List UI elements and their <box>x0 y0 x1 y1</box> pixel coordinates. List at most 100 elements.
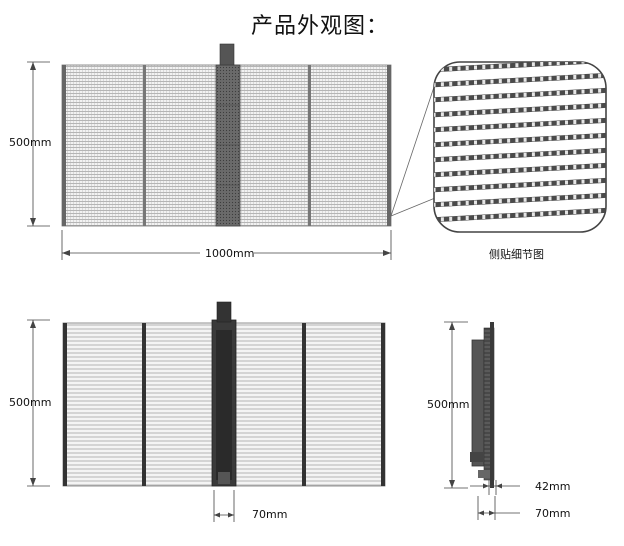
led-chip <box>474 200 477 205</box>
detail-led-strips <box>434 58 609 223</box>
led-chip <box>457 171 461 176</box>
led-chip <box>589 149 593 154</box>
led-chip <box>581 89 585 94</box>
side-rail <box>490 322 494 488</box>
led-chip <box>548 76 552 81</box>
led-chip <box>523 92 527 97</box>
led-chip <box>531 77 535 82</box>
led-chip <box>515 198 519 203</box>
led-chip <box>606 163 609 167</box>
led-chip <box>565 210 568 215</box>
led-chip <box>465 186 469 190</box>
led-chip <box>498 109 502 114</box>
led-chip <box>573 75 577 79</box>
led-chip <box>606 118 609 122</box>
led-chip <box>449 126 453 131</box>
led-chip <box>523 182 527 187</box>
led-chip <box>589 89 593 94</box>
led-chip <box>556 196 560 200</box>
led-chip <box>523 212 527 217</box>
back-connector-top <box>216 301 232 323</box>
led-chip <box>440 142 444 147</box>
led-chip <box>573 165 577 169</box>
led-chip <box>606 208 609 212</box>
led-chip <box>465 81 469 85</box>
led-chip <box>457 81 461 86</box>
led-chip <box>540 136 544 141</box>
led-chip <box>556 62 560 65</box>
led-chip <box>531 137 535 142</box>
led-chip <box>589 104 593 109</box>
led-chip <box>474 110 477 115</box>
led-chip <box>490 214 494 219</box>
side-height-dimension <box>444 321 468 489</box>
front-height-dimension <box>27 61 50 227</box>
led-chip <box>482 200 486 204</box>
led-chip <box>474 140 477 145</box>
led-chip <box>606 193 609 197</box>
led-chip <box>515 153 519 158</box>
led-chip <box>581 194 585 199</box>
led-chip <box>565 195 568 200</box>
front-frame-left <box>62 65 66 226</box>
led-chip <box>531 122 535 127</box>
led-chip <box>598 103 602 108</box>
led-chip <box>449 216 453 221</box>
led-chip <box>565 75 568 80</box>
led-chip <box>482 170 486 174</box>
led-chip <box>498 169 502 174</box>
led-chip <box>556 166 560 170</box>
led-chip <box>440 82 444 87</box>
led-chip <box>507 168 511 173</box>
led-chip <box>606 58 609 62</box>
led-chip <box>606 133 609 137</box>
side-height-label: 500mm <box>427 398 470 411</box>
side-depth-dimension-42 <box>470 480 520 495</box>
led-chip <box>457 96 461 101</box>
led-chip <box>589 134 593 139</box>
led-chip <box>523 107 527 112</box>
led-chip <box>515 123 519 128</box>
led-chip <box>457 156 461 161</box>
led-chip <box>515 138 519 143</box>
led-chip <box>507 213 511 218</box>
led-chip <box>540 151 544 156</box>
led-chip <box>474 185 477 190</box>
led-chip <box>440 172 444 177</box>
led-chip <box>465 171 469 175</box>
led-chip <box>440 202 444 207</box>
led-chip <box>556 121 560 125</box>
led-chip <box>440 217 444 222</box>
led-chip <box>589 74 593 79</box>
led-chip <box>565 150 568 155</box>
back-height-dimension <box>27 319 50 487</box>
led-chip <box>565 105 568 110</box>
led-chip <box>490 184 494 189</box>
led-chip <box>507 153 511 158</box>
led-chip <box>457 216 461 221</box>
led-chip <box>598 133 602 138</box>
led-chip <box>598 208 602 213</box>
led-chip <box>474 95 477 100</box>
led-chip <box>556 136 560 140</box>
led-chip <box>589 119 593 124</box>
led-chip <box>482 215 486 219</box>
led-chip <box>490 199 494 204</box>
led-chip <box>434 67 436 72</box>
led-chip <box>465 66 469 70</box>
led-chip <box>540 196 544 201</box>
front-width-label: 1000mm <box>205 247 255 260</box>
detail-callout-lines <box>390 77 441 217</box>
led-chip <box>482 80 486 84</box>
led-chip <box>565 120 568 125</box>
led-chip <box>498 124 502 129</box>
led-chip <box>457 126 461 131</box>
led-chip <box>507 108 511 113</box>
led-chip <box>449 201 453 206</box>
led-chip <box>606 103 609 107</box>
led-chip <box>598 178 602 183</box>
led-chip <box>548 151 552 156</box>
led-chip <box>482 125 486 129</box>
led-chip <box>457 186 461 191</box>
led-chip <box>581 149 585 154</box>
